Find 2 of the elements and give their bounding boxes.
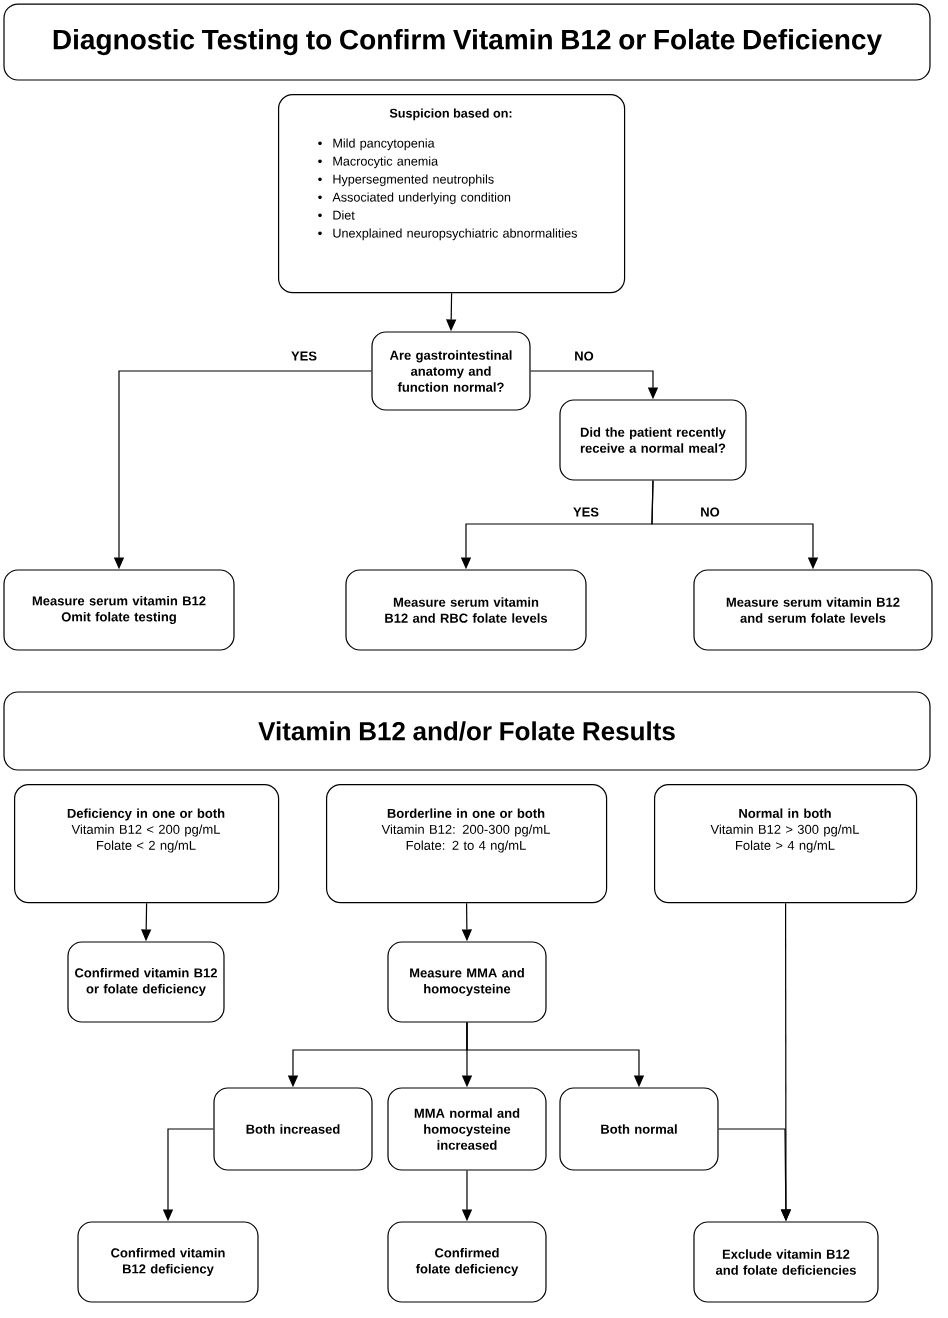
heading-box: Diagnostic Testing to Confirm Vitamin B12 or Folate Deficiency bbox=[3, 3, 931, 81]
heading-box: Vitamin B12 and/or Folate Results bbox=[3, 691, 931, 771]
